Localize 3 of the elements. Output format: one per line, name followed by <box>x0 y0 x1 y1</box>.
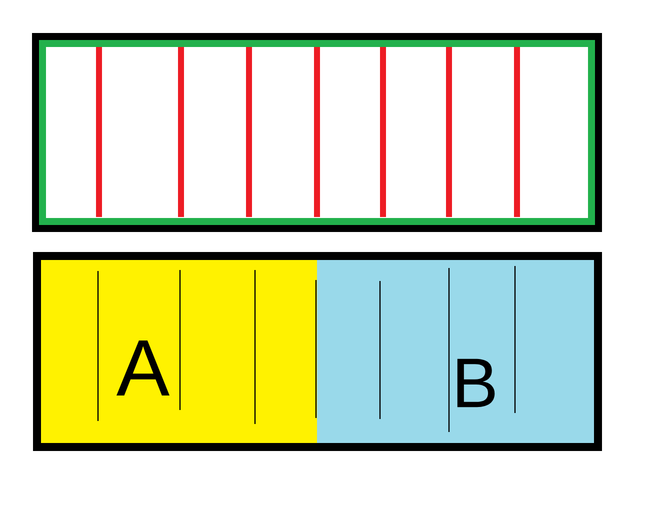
panel: A <box>41 260 317 443</box>
panel: B <box>317 260 594 443</box>
outlined-box <box>32 33 602 232</box>
